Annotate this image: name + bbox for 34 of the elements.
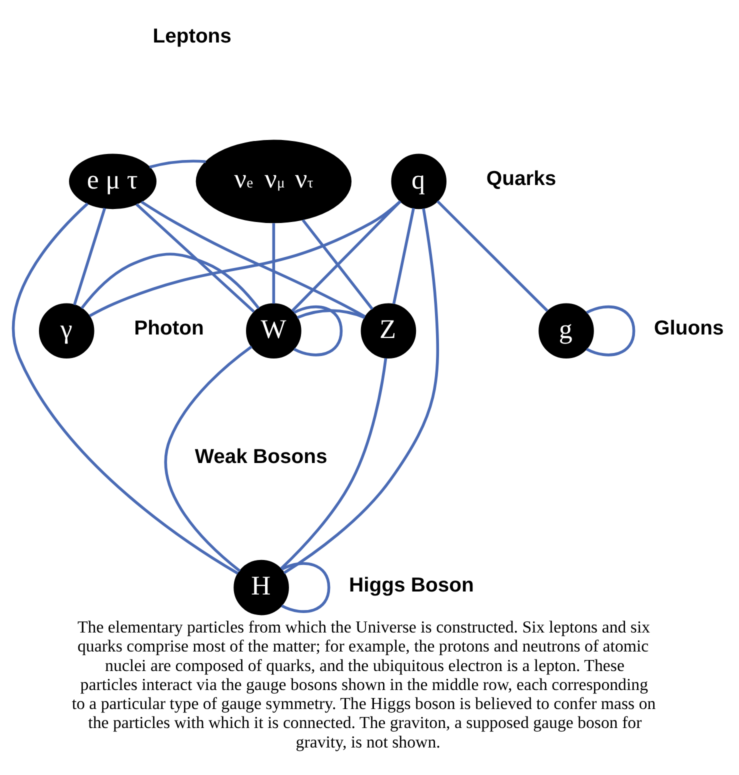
connector bbox=[164, 345, 252, 572]
node-circle: g bbox=[538, 302, 594, 358]
connector bbox=[80, 252, 260, 309]
node-circle: H bbox=[234, 559, 289, 615]
connector bbox=[296, 308, 366, 318]
connector bbox=[149, 159, 206, 168]
node-ellipse: e μ τ bbox=[69, 153, 156, 209]
node-label: Quarks bbox=[486, 168, 556, 190]
connector bbox=[272, 222, 276, 304]
connector bbox=[436, 200, 548, 312]
caption: The elementary particles from which the Universe is constructed. Six leptons and six quarks comprise most of the matter; for example, the protons and neutrons of atomic nuclei are composed of quarks, and the ubiquitous electron is a lepton. These particles interact via the gauge bosons shown in the middle row, each corresponding to a particular type of gauge symmetry. The Higgs boson is believed to confer mass on the particles with which it is connected. The graviton, a supposed gauge boson for gravity, is not shown. bbox=[72, 617, 656, 751]
connector bbox=[140, 200, 366, 318]
connector bbox=[302, 218, 374, 310]
label: Leptons bbox=[152, 25, 232, 48]
label: Weak Bosons bbox=[194, 446, 328, 468]
node-circle: q bbox=[391, 153, 446, 209]
node-circle: W bbox=[246, 302, 302, 358]
node-ellipse: νe νμ ντ bbox=[196, 139, 352, 223]
connector bbox=[12, 202, 239, 574]
connector bbox=[293, 304, 343, 356]
connector bbox=[283, 208, 439, 574]
connector bbox=[586, 304, 636, 356]
connector bbox=[281, 562, 330, 612]
connector bbox=[392, 207, 415, 304]
connector bbox=[73, 207, 106, 305]
connector bbox=[89, 200, 402, 317]
node-label: Gluons bbox=[654, 317, 724, 340]
node-label: Higgs Boson bbox=[349, 574, 474, 596]
node-circle: Z bbox=[360, 302, 416, 358]
connector bbox=[280, 358, 388, 570]
node-circle: γ bbox=[38, 302, 94, 358]
connector bbox=[136, 202, 255, 312]
connector bbox=[291, 200, 402, 312]
node-label: Photon bbox=[134, 317, 204, 340]
